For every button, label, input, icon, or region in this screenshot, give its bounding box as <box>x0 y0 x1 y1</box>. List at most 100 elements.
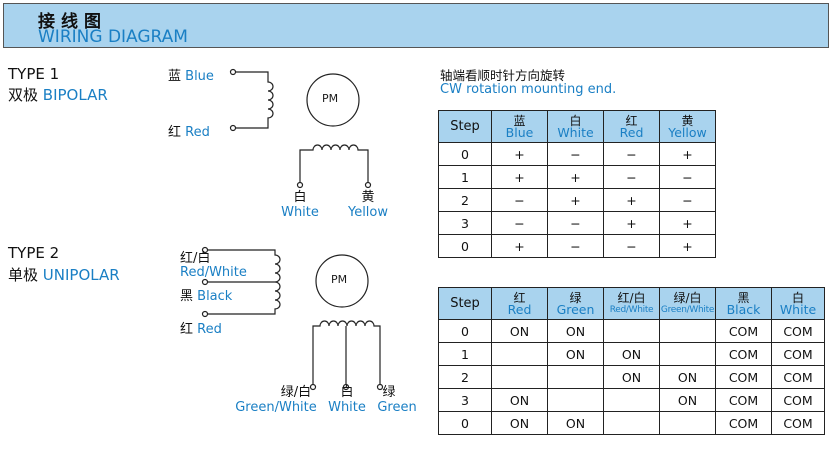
type2-terminal-green <box>376 383 384 391</box>
table-cell: ON <box>547 342 604 366</box>
lead-en: Red <box>197 322 222 337</box>
table-cell: − <box>603 234 660 258</box>
lead-cn: 白 <box>293 190 307 205</box>
table-cell: − <box>659 188 716 212</box>
table-cell: + <box>547 188 604 212</box>
table-cell: ON <box>491 411 548 435</box>
table-cell: COM <box>771 388 825 412</box>
table-cell: − <box>491 211 548 235</box>
type1-subtitle-en: BIPOLAR <box>42 86 108 104</box>
type2-terminal-black <box>201 278 209 286</box>
step-cell: 2 <box>438 365 492 389</box>
step-cell: 2 <box>438 188 492 212</box>
type1-title: TYPE 1 <box>8 65 60 83</box>
step-cell: 0 <box>438 319 492 343</box>
table-cell <box>491 365 548 389</box>
column-en: Green/White <box>660 304 715 315</box>
column-cn: 黄 <box>681 113 694 128</box>
table-cell: + <box>659 142 716 166</box>
type1-subtitle-cn: 双极 <box>8 86 39 104</box>
table-cell: − <box>659 165 716 189</box>
column-cn: 绿/白 <box>673 290 702 305</box>
table-cell <box>491 342 548 366</box>
column-cn: 绿 <box>569 290 582 305</box>
table-cell: ON <box>547 411 604 435</box>
type2-coil-bottom <box>312 320 381 384</box>
type2-terminal-white <box>342 383 350 391</box>
title-cn: 接线图 <box>38 12 107 32</box>
type2-lead-green: 绿 Green <box>377 385 416 415</box>
column-cn: 白 <box>569 113 582 128</box>
lead-en: Blue <box>185 69 214 84</box>
table-cell: − <box>547 142 604 166</box>
table-cell: COM <box>715 388 772 412</box>
type1-lead-yellow: 黄 Yellow <box>348 190 388 220</box>
type2-lead-red: 红 Red <box>180 318 222 337</box>
lead-cn: 红 <box>168 125 182 140</box>
lead-cn: 绿/白 <box>280 385 312 400</box>
column-en: White <box>557 124 594 140</box>
type2-terminal-redwhite <box>201 246 209 254</box>
step-header: Step <box>438 110 492 143</box>
column-en: Black <box>726 301 761 317</box>
table-cell: ON <box>659 388 716 412</box>
lead-en: Green <box>377 400 417 415</box>
column-en: White <box>779 301 817 317</box>
step-cell: 0 <box>438 411 492 435</box>
column-en: Blue <box>505 124 534 140</box>
step-cell: 0 <box>438 234 492 258</box>
lead-en: Green/White <box>235 400 317 415</box>
step-cell: 0 <box>438 142 492 166</box>
column-en: Green <box>556 301 595 317</box>
column-cn: 蓝 <box>513 113 526 128</box>
lead-cn: 蓝 <box>168 69 182 84</box>
column-cn: 红 <box>625 113 638 128</box>
table-cell: COM <box>771 342 825 366</box>
type2-motor-label: PM <box>331 273 348 286</box>
table-cell: − <box>603 165 660 189</box>
table-cell: COM <box>715 411 772 435</box>
table-cell: COM <box>771 365 825 389</box>
type1-terminal-yellow <box>364 181 372 189</box>
table-cell: ON <box>547 319 604 343</box>
table-cell <box>659 342 716 366</box>
table-cell: + <box>659 234 716 258</box>
table-row: 3 ON ON COM COM <box>438 388 825 412</box>
type1-terminal-white <box>296 181 304 189</box>
table-row: 0 + − − + <box>438 234 716 258</box>
table-row: 3 − − + + <box>438 211 716 235</box>
column-cn: 红/白 <box>617 290 646 305</box>
table-cell <box>603 411 660 435</box>
column-en: Yellow <box>668 124 707 140</box>
lead-cn: 黑 <box>180 289 194 304</box>
column-en: Red <box>619 124 644 140</box>
type2-lead-white: 白 White <box>328 385 366 415</box>
type2-lead-redwhite: 红/白 Red/White <box>180 252 247 280</box>
table-cell: + <box>491 142 548 166</box>
table-cell <box>603 319 660 343</box>
table-row: 0 ON ON COM COM <box>438 319 825 343</box>
table-cell: ON <box>603 365 660 389</box>
step-cell: 1 <box>438 165 492 189</box>
type2-subtitle: 单极 UNIPOLAR <box>8 264 120 285</box>
lead-en: Black <box>197 289 233 304</box>
table-cell: − <box>491 188 548 212</box>
table-cell <box>547 365 604 389</box>
type1-lead-white: 白 White <box>281 190 319 220</box>
table-cell: + <box>603 211 660 235</box>
table-cell: ON <box>603 342 660 366</box>
table-cell: COM <box>771 319 825 343</box>
table-cell: COM <box>715 342 772 366</box>
step-cell: 1 <box>438 342 492 366</box>
lead-en: White <box>281 205 319 220</box>
table-row: 0 ON ON COM COM <box>438 411 825 435</box>
